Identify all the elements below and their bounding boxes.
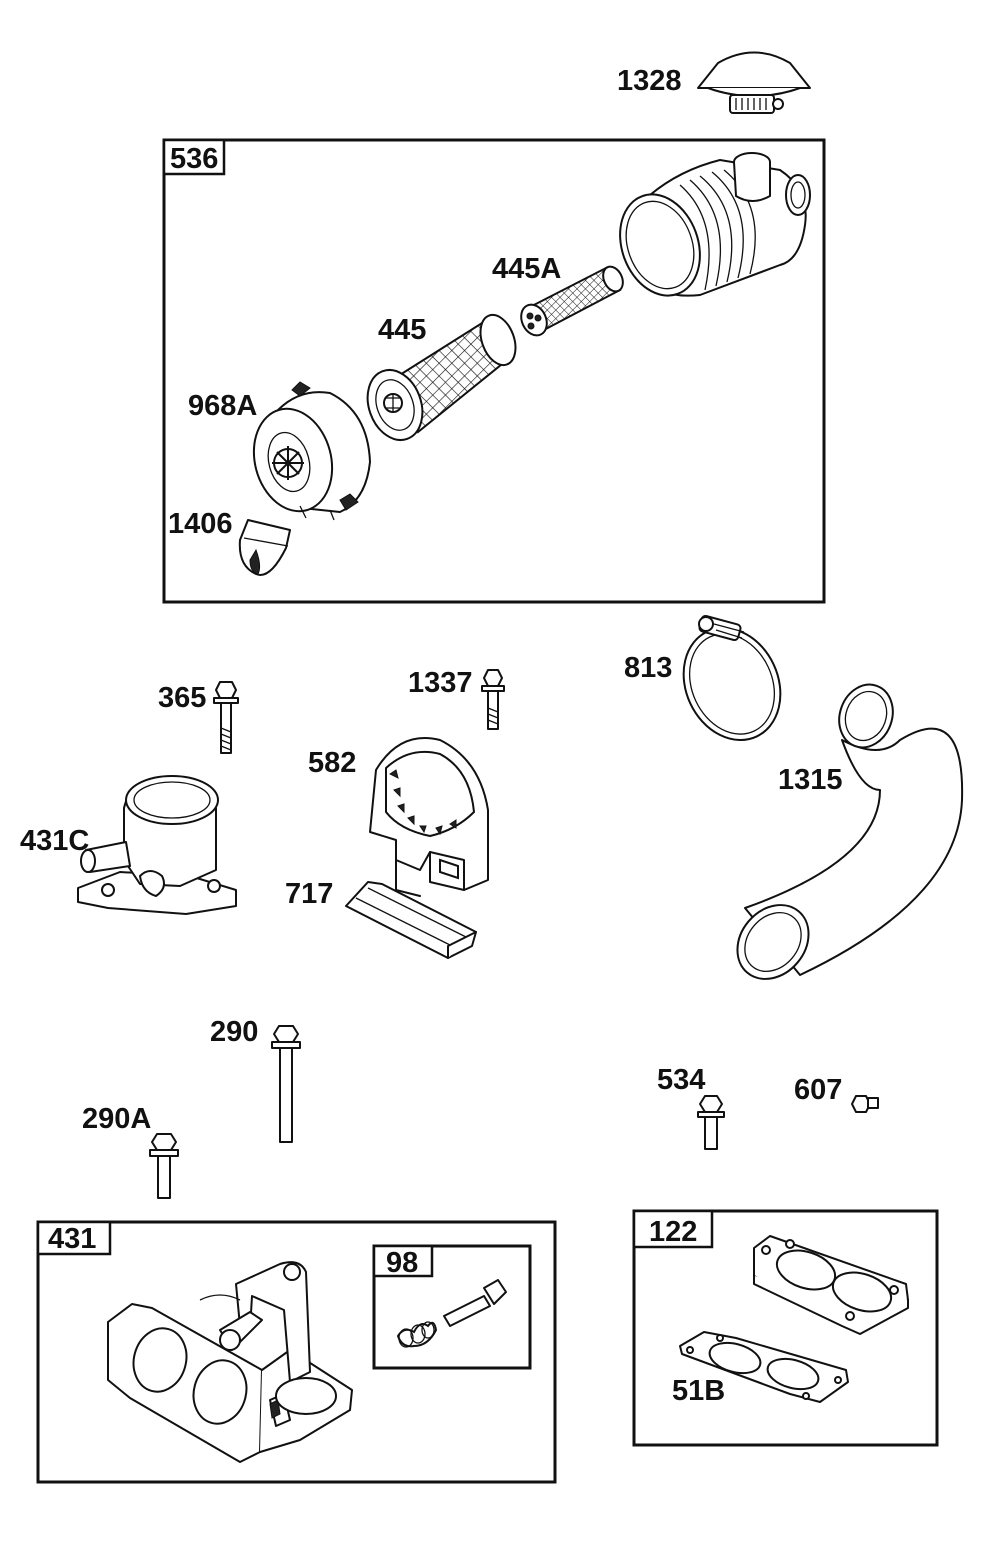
label-290: 290 bbox=[210, 1016, 258, 1048]
label-365: 365 bbox=[158, 682, 206, 714]
part-51B-gasket bbox=[679, 1331, 849, 1403]
label-717: 717 bbox=[285, 878, 333, 910]
group-98: 98 bbox=[372, 1244, 532, 1370]
group-label-122: 122 bbox=[649, 1216, 697, 1248]
part-445-main-filter bbox=[366, 313, 517, 441]
part-813-clamp bbox=[682, 614, 782, 742]
part-431C-elbow bbox=[77, 775, 237, 915]
label-534: 534 bbox=[657, 1064, 705, 1096]
label-1406: 1406 bbox=[168, 508, 233, 540]
part-air-cleaner-housing bbox=[619, 152, 811, 297]
label-445: 445 bbox=[378, 314, 426, 346]
part-98-screw-spring bbox=[396, 1279, 507, 1348]
part-1406-valve bbox=[238, 519, 291, 576]
part-1328-cap bbox=[697, 51, 811, 114]
label-1315: 1315 bbox=[778, 764, 843, 796]
label-51B: 51B bbox=[672, 1375, 725, 1407]
part-534-bolt bbox=[697, 1095, 725, 1150]
label-445A: 445A bbox=[492, 253, 561, 285]
label-1337: 1337 bbox=[408, 667, 473, 699]
label-607: 607 bbox=[794, 1074, 842, 1106]
part-1337-bolt bbox=[481, 669, 505, 730]
label-582: 582 bbox=[308, 747, 356, 779]
group-label-98: 98 bbox=[386, 1247, 418, 1279]
part-717-plate bbox=[345, 881, 477, 959]
part-1315-hose bbox=[736, 683, 964, 980]
part-290-bolt bbox=[271, 1025, 301, 1143]
label-968A: 968A bbox=[188, 390, 257, 422]
part-431-throttle-body bbox=[107, 1261, 353, 1463]
group-label-536: 536 bbox=[170, 143, 218, 175]
label-431C: 431C bbox=[20, 825, 89, 857]
group-label-431: 431 bbox=[48, 1223, 96, 1255]
part-445A-inner-filter bbox=[520, 265, 624, 337]
part-968A-cover bbox=[252, 381, 371, 521]
group-431: 431 bbox=[36, 1220, 557, 1484]
label-813: 813 bbox=[624, 652, 672, 684]
part-365-bolt bbox=[213, 681, 239, 754]
part-607-screw bbox=[851, 1095, 879, 1113]
part-582-bracket bbox=[369, 737, 489, 897]
part-290A-bolt bbox=[149, 1133, 179, 1199]
label-290A: 290A bbox=[82, 1103, 151, 1135]
label-1328: 1328 bbox=[617, 65, 682, 97]
group-122: 122 bbox=[632, 1209, 939, 1447]
part-122-gasket bbox=[753, 1235, 909, 1335]
group-536: 536 bbox=[162, 138, 826, 604]
